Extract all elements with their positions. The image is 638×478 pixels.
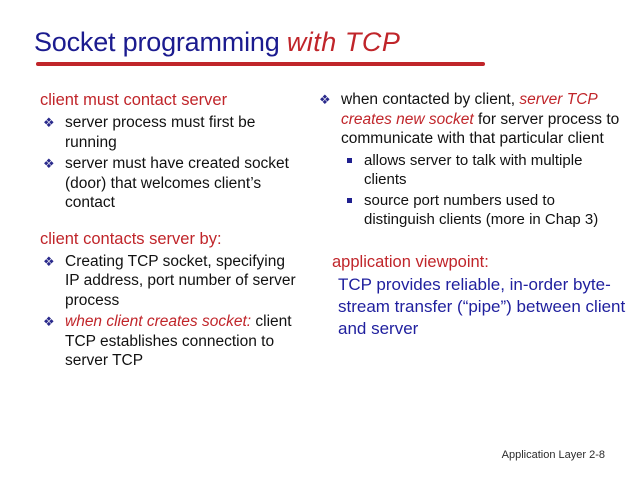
page-title-accent: with TCP — [286, 27, 401, 57]
title-underline-rule — [36, 62, 485, 66]
list-item-emphasis: server TCP creates new socket — [341, 91, 598, 128]
list-item: ❖ Creating TCP socket, specifying IP add… — [40, 252, 302, 311]
list-item-emphasis: when client creates socket: — [65, 313, 252, 330]
application-viewpoint-body: TCP provides reliable, in-order byte-str… — [338, 274, 626, 338]
list-item-text: Creating TCP socket, specifying IP addre… — [65, 252, 296, 309]
bullet-list-client-contacts-server: ❖ Creating TCP socket, specifying IP add… — [40, 252, 302, 371]
left-content-column: client must contact server ❖ server proc… — [40, 90, 302, 373]
list-item: ❖ when client creates socket: client TCP… — [40, 312, 302, 371]
list-item-lead-text: when contacted by client, — [341, 91, 520, 108]
section-heading-client-must-contact: client must contact server — [40, 91, 228, 109]
list-item: ❖ when contacted by client, server TCP c… — [316, 90, 628, 229]
list-item-text: server must have created socket (door) t… — [65, 155, 289, 211]
slide-footer: Application Layer 2-8 — [501, 449, 605, 461]
list-item: source port numbers used to distinguish … — [341, 191, 628, 229]
application-viewpoint-block: application viewpoint: TCP provides reli… — [316, 251, 628, 340]
page-title: Socket programming with TCP — [34, 26, 400, 58]
square-bullet-icon — [347, 197, 352, 203]
diamond-bullet-icon: ❖ — [43, 115, 55, 130]
list-item-text: client TCP establishes connection to ser… — [65, 313, 292, 369]
list-item: allows server to talk with multiple clie… — [341, 151, 628, 189]
section-heading-client-contacts-server: client contacts server by: — [40, 229, 222, 248]
bullet-list-client-must-contact: ❖ server process must first be running ❖… — [40, 113, 302, 213]
diamond-bullet-icon: ❖ — [319, 92, 331, 107]
right-content-column: ❖ when contacted by client, server TCP c… — [316, 90, 628, 340]
application-viewpoint-heading: application viewpoint: — [332, 252, 489, 271]
sub-bullet-list: allows server to talk with multiple clie… — [341, 151, 628, 229]
page-title-main: Socket programming — [34, 27, 287, 57]
diamond-bullet-icon: ❖ — [43, 156, 55, 171]
diamond-bullet-icon: ❖ — [43, 314, 55, 329]
list-item: ❖ server process must first be running — [40, 113, 302, 152]
list-item: ❖ server must have created socket (door)… — [40, 154, 302, 213]
diamond-bullet-icon: ❖ — [43, 253, 55, 269]
square-bullet-icon — [347, 157, 352, 163]
list-item-text: source port numbers used to distinguish … — [364, 191, 599, 228]
list-item-text: allows server to talk with multiple clie… — [364, 151, 583, 188]
list-item-text: server process must first be running — [65, 114, 256, 151]
list-item-tail-text: for server process to communicate with t… — [341, 110, 620, 148]
bullet-list-server-side: ❖ when contacted by client, server TCP c… — [316, 90, 628, 229]
